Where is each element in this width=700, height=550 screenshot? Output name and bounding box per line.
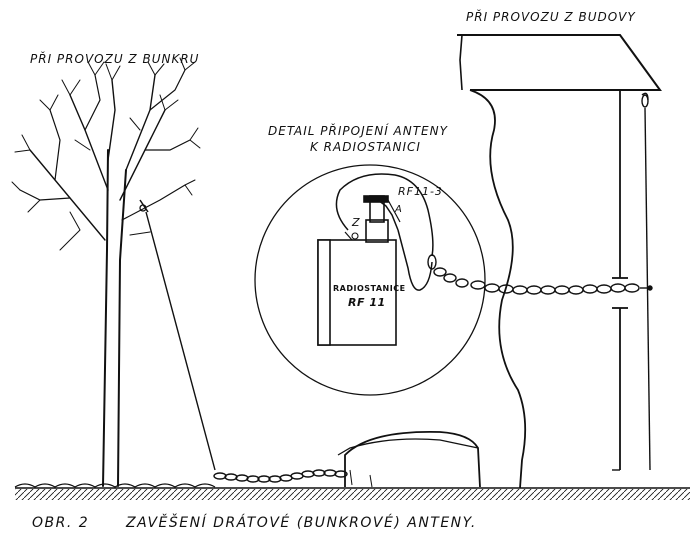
- building: [457, 34, 662, 489]
- a-mark: A: [395, 204, 403, 215]
- ground: [14, 483, 690, 500]
- figure-number: OBR. 2: [32, 515, 90, 531]
- radio-label-line2: RF 11: [348, 296, 386, 309]
- connector-label: RF11-3: [398, 185, 443, 198]
- detail-circle: [254, 164, 486, 396]
- tree-wire: [139, 199, 216, 471]
- figure-caption: ZAVĚŠENÍ DRÁTOVÉ (BUNKROVÉ) ANTENY.: [126, 515, 477, 531]
- detail-title-line1: DETAIL PŘIPOJENÍ ANTENY: [268, 124, 448, 138]
- building-chain: [470, 280, 650, 295]
- building-mode-label: PŘI PROVOZU Z BUDOVY: [466, 10, 636, 24]
- ground-chain: [213, 469, 348, 483]
- detail-title-line2: K RADIOSTANICI: [310, 140, 421, 154]
- radio-station: [317, 173, 434, 346]
- bunker: [337, 430, 481, 488]
- z-mark: Z: [352, 216, 361, 229]
- tree: [11, 57, 201, 487]
- bunker-mode-label: PŘI PROVOZU Z BUNKRU: [30, 52, 200, 66]
- radio-label-line1: RADIOSTANICE: [333, 284, 406, 293]
